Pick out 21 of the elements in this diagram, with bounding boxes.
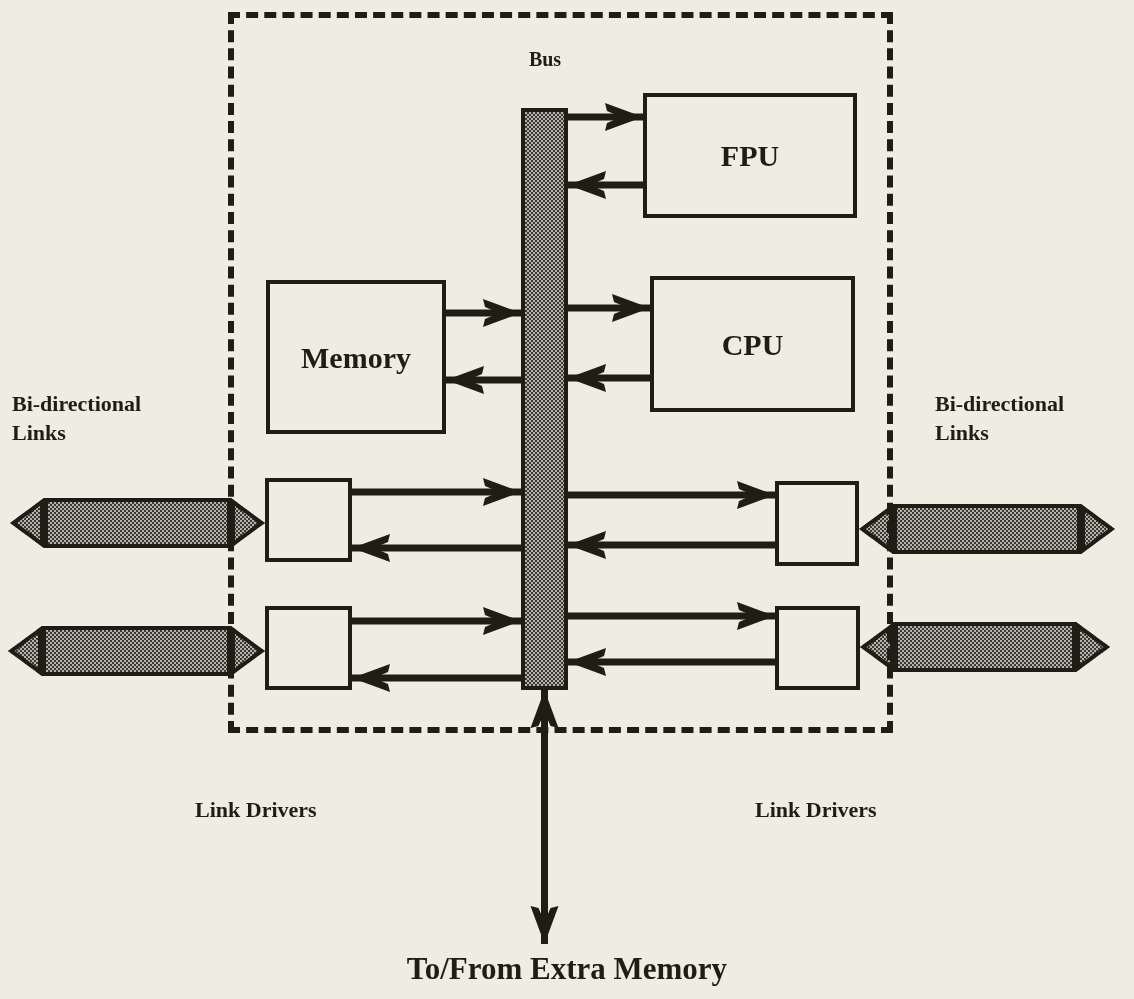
bus-label: Bus bbox=[527, 48, 563, 70]
side-label: Bi-directional Links bbox=[12, 390, 143, 447]
driver-box bbox=[775, 606, 860, 690]
unit-box bbox=[650, 276, 855, 412]
unit-label: CPU bbox=[721, 327, 784, 361]
group-label: Link Drivers bbox=[755, 796, 878, 824]
side-label: Bi-directional Links bbox=[935, 390, 1066, 447]
unit-label: FPU bbox=[720, 139, 780, 172]
link-arrow bbox=[859, 504, 1115, 554]
caption-text: To/From Extra Memory bbox=[406, 951, 728, 987]
link-arrow bbox=[10, 498, 265, 548]
unit-label: Memory bbox=[301, 340, 411, 374]
driver-box bbox=[265, 606, 352, 690]
driver-box bbox=[775, 481, 859, 566]
dashed-boundary bbox=[228, 12, 893, 733]
unit-box bbox=[643, 93, 857, 218]
group-label: Link Drivers bbox=[195, 796, 318, 824]
driver-box bbox=[265, 478, 352, 562]
link-arrow bbox=[860, 622, 1110, 672]
link-arrow bbox=[8, 626, 265, 676]
unit-box bbox=[266, 280, 446, 434]
